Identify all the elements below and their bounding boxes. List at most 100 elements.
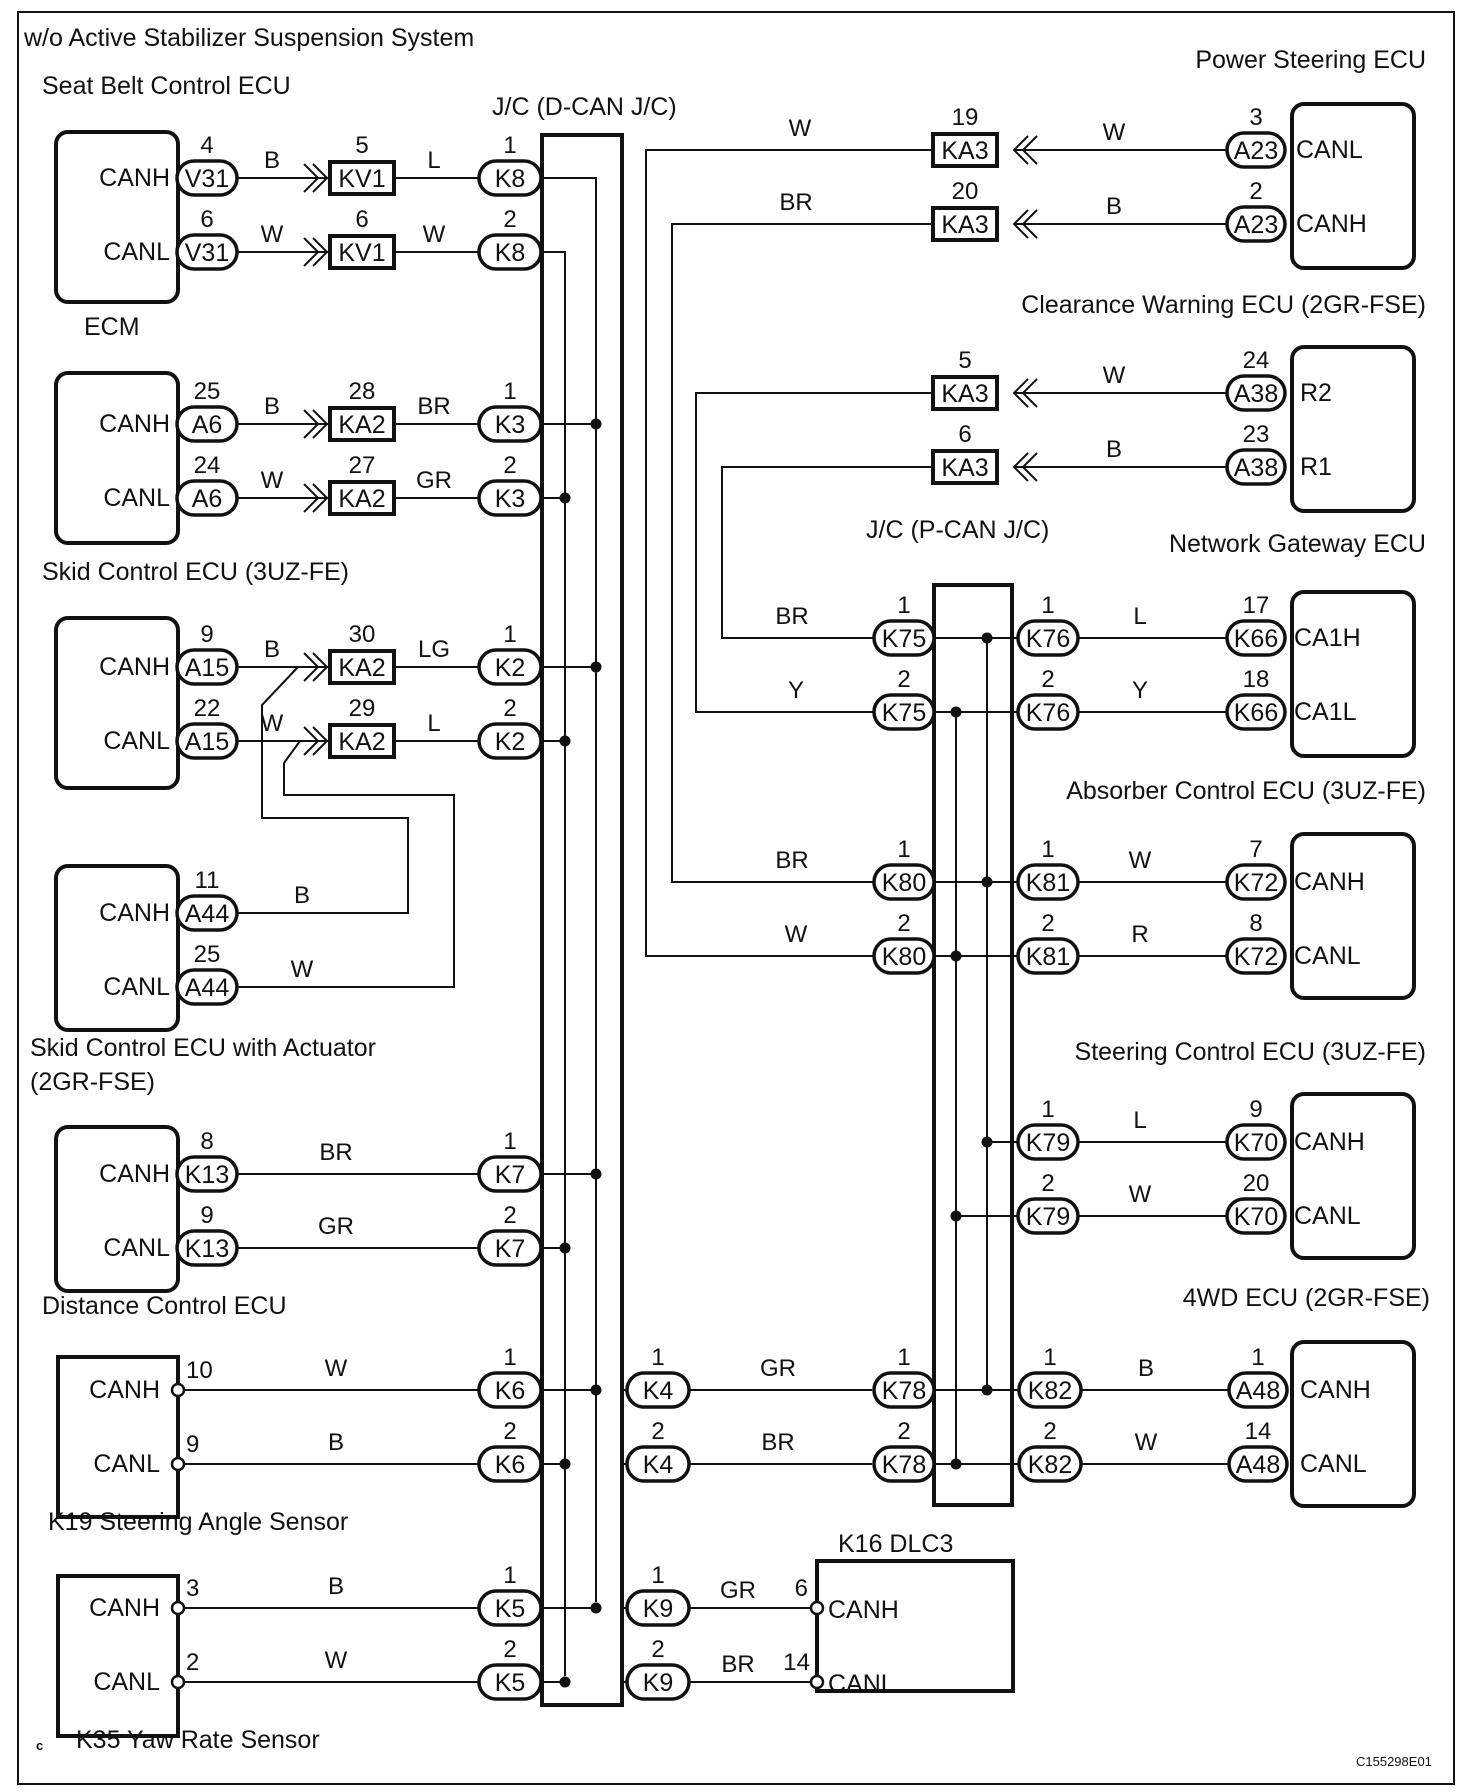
- ecu-label-distance: Distance Control ECU: [42, 1292, 287, 1320]
- wire-color: BR: [721, 1651, 754, 1678]
- connector-id: K7: [495, 1161, 526, 1189]
- chevron-stroke: [1012, 452, 1029, 482]
- connector-id: K9: [643, 1595, 674, 1623]
- pin-number: 2: [1041, 666, 1054, 693]
- connector-id: A15: [185, 654, 229, 682]
- ecu-box-seat_belt: [54, 130, 180, 304]
- pin-number: 23: [1243, 421, 1270, 448]
- long-wire-canh: [671, 223, 933, 883]
- chevron-stroke: [312, 726, 329, 756]
- junction-dot: [590, 418, 602, 430]
- junction-dot: [590, 661, 602, 673]
- wire-color: B: [328, 1573, 344, 1600]
- jc-connector-seat_belt-1: K81: [477, 132, 543, 197]
- pin-number: 9: [186, 1431, 199, 1458]
- pin-number: 1: [1041, 1096, 1054, 1123]
- connector-id: V31: [185, 165, 229, 193]
- connector-id: K4: [643, 1451, 674, 1479]
- connector-id: A6: [192, 411, 223, 439]
- connector-id: V31: [185, 239, 229, 267]
- pin-number: 6: [355, 206, 368, 233]
- wire-color: Y: [1132, 677, 1148, 704]
- chevron-stroke: [312, 483, 329, 513]
- jc-connector-distance-2: K72: [477, 1202, 543, 1267]
- corner-mark: c: [36, 1738, 43, 1753]
- wire-color: W: [789, 115, 812, 142]
- wire-color: W: [1129, 847, 1152, 874]
- dcan-out-connector-2: K42: [625, 1418, 691, 1483]
- connector-id: K7: [495, 1235, 526, 1263]
- junction-dot: [559, 735, 571, 747]
- pin-number: 1: [503, 1562, 516, 1589]
- splice-wire-canl: [237, 740, 455, 988]
- connector-id: K66: [1234, 699, 1278, 727]
- connector-pill: [1225, 863, 1287, 901]
- wire-color: L: [427, 710, 440, 737]
- pin-number: 1: [503, 132, 516, 159]
- connector-id: K3: [495, 485, 526, 513]
- pin-number: 1: [503, 621, 516, 648]
- ecu-label-skid-act: Skid Control ECU with Actuator: [30, 1034, 376, 1062]
- junction-dot: [590, 1168, 602, 1180]
- terminal-icon: [170, 1674, 186, 1690]
- wire-color: W: [785, 921, 808, 948]
- jc-connector-yaw-2: K52: [477, 1636, 543, 1701]
- pin-number: 1: [651, 1344, 664, 1371]
- connector-id: K81: [1026, 943, 1070, 971]
- ecu-label-absorber: Absorber Control ECU (3UZ-FE): [1066, 777, 1426, 805]
- ecu-box-steer_ctrl: [1290, 1092, 1416, 1260]
- pin-number: 2: [503, 206, 516, 233]
- ecu-label-power-steer: Power Steering ECU: [1195, 46, 1426, 74]
- ecu-signal-clearance-2: R1: [1300, 453, 1332, 481]
- chevron-stroke: [303, 409, 320, 439]
- connector-id: KV1: [338, 165, 385, 193]
- pin-number: 1: [897, 1344, 910, 1371]
- connector-id: K5: [495, 1669, 526, 1697]
- wire-color: B: [328, 1429, 344, 1456]
- connector-id: K82: [1028, 1377, 1072, 1405]
- junction-dot: [981, 1136, 993, 1148]
- pin-number: 1: [1041, 592, 1054, 619]
- junction-dot: [981, 632, 993, 644]
- ecu-signal-yaw-1: CANH: [89, 1594, 160, 1622]
- jc-connector-skid_3uz-2: K22: [477, 695, 543, 760]
- pin-number: 1: [897, 836, 910, 863]
- inline-connector-chevron-icon: [303, 409, 329, 439]
- pin-number: 3: [1249, 104, 1262, 131]
- connector-box: [328, 723, 396, 759]
- ecu-signal-steer_angle-2: CANL: [93, 1450, 160, 1478]
- junction-dot: [950, 1210, 962, 1222]
- connector-id: K4: [643, 1377, 674, 1405]
- connector-id: KA3: [941, 137, 988, 165]
- ecu-label-yaw: K35 Yaw Rate Sensor: [76, 1726, 320, 1754]
- connector-id: K76: [1026, 625, 1070, 653]
- connector-id: KA2: [338, 728, 385, 756]
- pin-number: 29: [349, 695, 376, 722]
- pin-number: 25: [194, 378, 221, 405]
- pin-number: 2: [503, 1636, 516, 1663]
- connector-id: K75: [882, 625, 926, 653]
- pin-number: 2: [897, 910, 910, 937]
- ecu-signal-skid_3uz-1: CANH: [99, 653, 170, 681]
- pin-number: 17: [1243, 592, 1270, 619]
- connector-id: K66: [1234, 625, 1278, 653]
- jc-connector-yaw-1: K51: [477, 1562, 543, 1627]
- ecu-signal-clearance-1: R2: [1300, 379, 1332, 407]
- connector-box: [931, 206, 999, 242]
